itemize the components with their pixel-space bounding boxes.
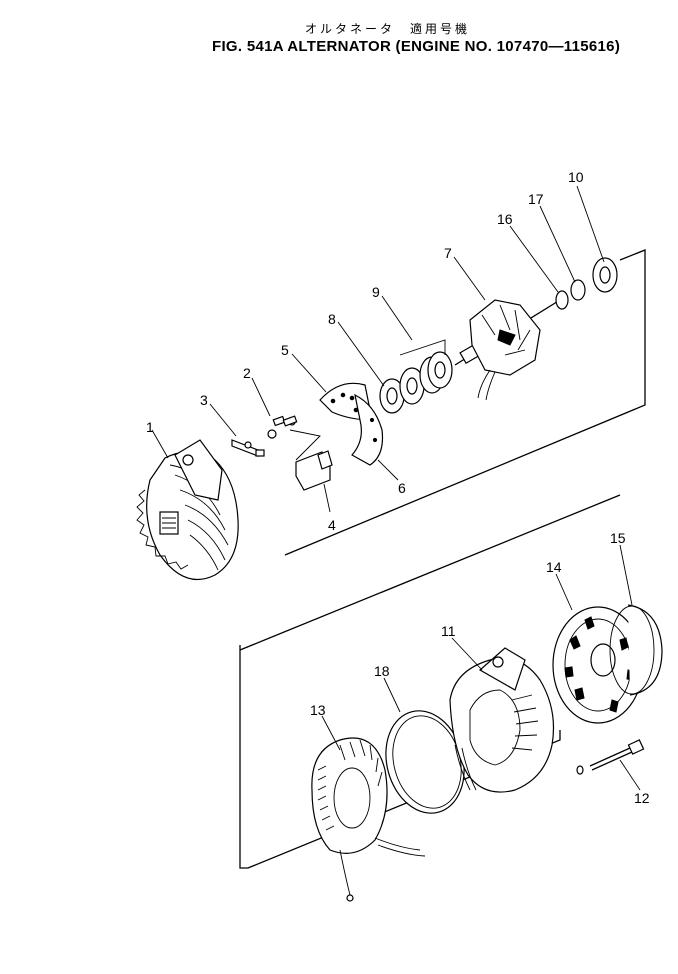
part-bearing-rear: [592, 257, 618, 293]
title-japanese: オルタネータ 適用号機: [305, 22, 471, 36]
part-terminal-bolt: [267, 415, 298, 439]
part-front-housing: [449, 647, 555, 793]
part-through-bolt: [576, 739, 645, 775]
page-header: オルタネータ 適用号機 FIG. 541A ALTERNATOR (ENGINE…: [0, 0, 678, 60]
callout-16: 16: [497, 211, 513, 227]
part-regulator: [289, 429, 333, 491]
part-collar: [570, 279, 586, 301]
callout-18: 18: [374, 663, 390, 679]
callout-11: 11: [441, 623, 456, 639]
callout-6: 6: [398, 480, 406, 496]
group-frame-lower: [239, 494, 621, 651]
callout-17: 17: [528, 191, 544, 207]
callout-3: 3: [200, 392, 208, 408]
callout-2: 2: [243, 365, 251, 381]
callout-12: 12: [634, 790, 650, 806]
figure-title: FIG. 541A ALTERNATOR (ENGINE NO. 107470—…: [212, 38, 621, 55]
callout-15: 15: [610, 530, 626, 546]
callout-14: 14: [546, 559, 562, 575]
part-rectifier-plate: [319, 382, 384, 466]
callout-7: 7: [444, 245, 452, 261]
callout-8: 8: [328, 311, 336, 327]
callout-9: 9: [372, 284, 380, 300]
part-pulley: [609, 604, 663, 696]
part-rear-housing: [136, 439, 239, 581]
part-washer: [555, 290, 569, 310]
callout-5: 5: [281, 342, 289, 358]
group-frame-upper: [239, 249, 646, 869]
callout-10: 10: [568, 169, 584, 185]
callout-4: 4: [328, 517, 336, 533]
part-brush-clip: [231, 439, 265, 457]
callout-1: 1: [146, 419, 154, 435]
part-bearing-front: [379, 378, 405, 414]
part-rotor: [454, 299, 561, 401]
leader-lines: [151, 185, 641, 791]
part-stator: [311, 737, 426, 902]
part-spacer-set: [399, 339, 453, 405]
callout-13: 13: [310, 702, 326, 718]
callout-labels: 1 2 3 4 5 6 7 8 9 10 11 12 13 14 15 16 1…: [146, 169, 650, 806]
